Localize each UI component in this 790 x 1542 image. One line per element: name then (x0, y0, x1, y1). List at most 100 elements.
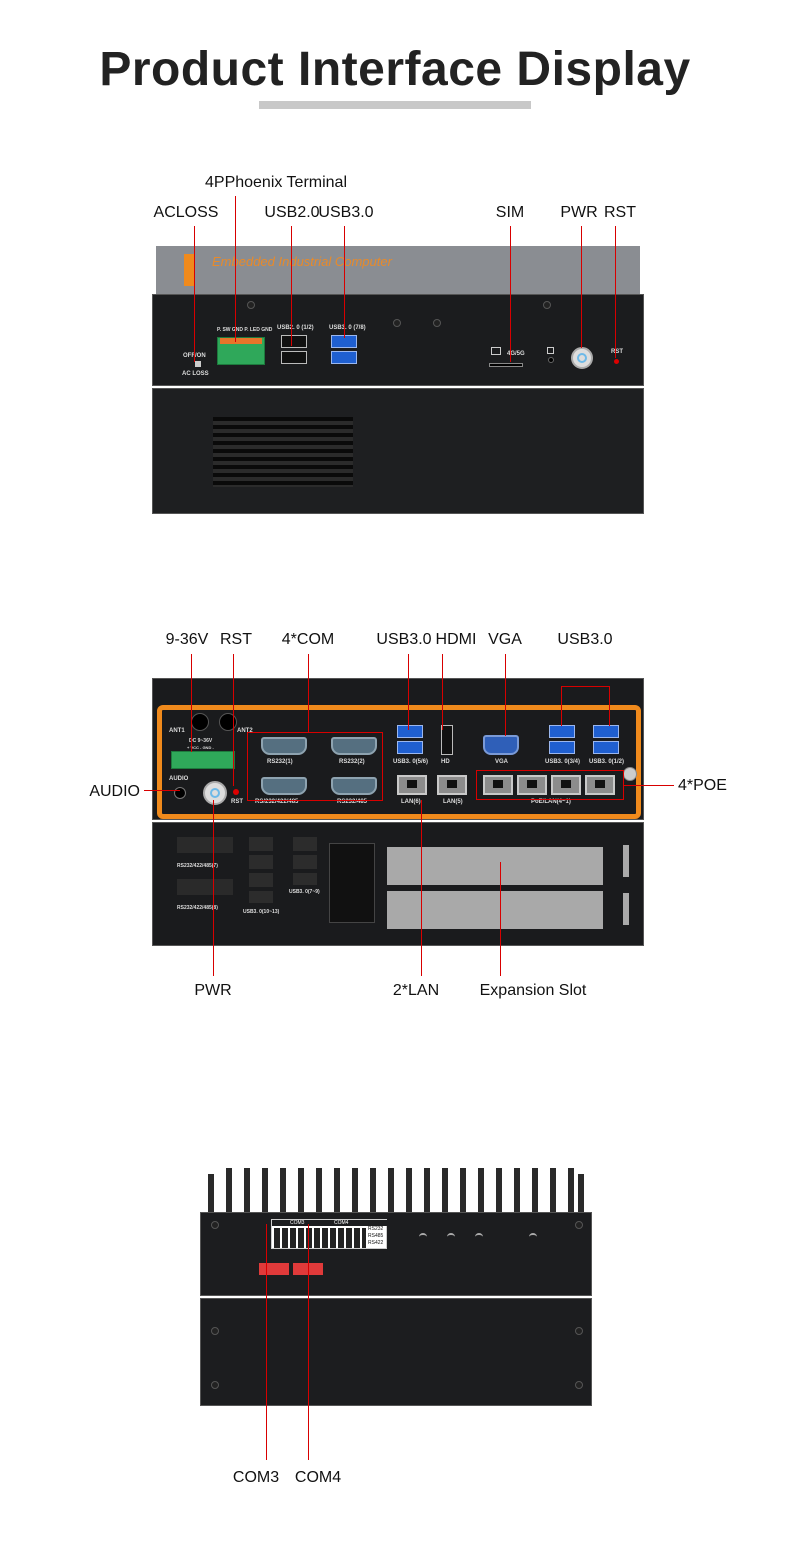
usb30-port-4[interactable] (549, 741, 575, 754)
side-lower-body (200, 1298, 592, 1406)
leader-pwr-2 (213, 800, 214, 976)
fin (226, 1168, 232, 1212)
fin (406, 1168, 412, 1212)
screw (543, 301, 551, 309)
poe-lan-port-4[interactable] (483, 775, 513, 795)
leader-sim (510, 226, 511, 362)
audio-jack-rear[interactable] (174, 787, 186, 799)
poe-highlight-box (476, 770, 624, 800)
hdmi-port[interactable] (441, 725, 453, 755)
lan-port-5[interactable] (437, 775, 467, 795)
leader-acloss (194, 226, 195, 362)
rs422-print: RS422 (368, 1240, 384, 1246)
rear-orange-frame (157, 705, 641, 819)
terminal-print: P. SW GND P. LED GND (217, 327, 273, 333)
rst-print-rear: RST (231, 799, 243, 805)
reset-button[interactable] (614, 359, 619, 364)
com-port-1[interactable] (261, 737, 307, 755)
leader-4-com (308, 654, 309, 732)
device-side-view: COM3 COM4 RS232 RS485 RS422 (200, 1168, 592, 1406)
screw (393, 319, 401, 327)
reset-button-rear[interactable] (233, 789, 239, 795)
leader-phoenix (235, 196, 236, 342)
com-port-2[interactable] (331, 737, 377, 755)
lan-port-6[interactable] (397, 775, 427, 795)
usb30-port-1[interactable] (593, 725, 619, 738)
label-audio: AUDIO (89, 783, 140, 800)
com-knockout-8 (177, 879, 233, 895)
fin (532, 1168, 538, 1212)
lan6-print: LAN(6) (401, 799, 421, 805)
phoenix-terminal[interactable] (217, 337, 265, 365)
fin (460, 1168, 466, 1212)
poe-lan-print: PoE/LAN(4~1) (531, 799, 571, 805)
screw (575, 1381, 583, 1389)
rear-upper-body: ANT1 ANT2 DC 9~36V + VCC - GND - AUDIO R… (152, 678, 644, 820)
power-button-rear[interactable] (203, 781, 227, 805)
dc-print: DC 9~36V (189, 738, 213, 744)
screw (575, 1327, 583, 1335)
poe-lan-port-3[interactable] (517, 775, 547, 795)
side-slot-2 (623, 893, 629, 925)
poe-lan-port-1[interactable] (585, 775, 615, 795)
jumper-table-header: COM3 COM4 (272, 1220, 388, 1226)
usb30-port-3[interactable] (549, 725, 575, 738)
com-port-4[interactable] (331, 777, 377, 795)
fin (352, 1168, 358, 1212)
usb30-port-2[interactable] (593, 741, 619, 754)
fin (208, 1174, 214, 1214)
antenna-port-1[interactable] (191, 713, 209, 731)
fin (424, 1168, 430, 1212)
leader-rst (615, 226, 616, 358)
rs7-print: RS232/422/485(7) (177, 863, 218, 869)
audio-jack[interactable] (548, 357, 554, 363)
expansion-slot-2[interactable] (387, 891, 603, 929)
poe-lan-port-2[interactable] (551, 775, 581, 795)
dc-terminal[interactable] (171, 751, 235, 769)
usb79-print: USB3. 0(7~9) (289, 889, 320, 895)
fin (298, 1168, 304, 1212)
device-rear-view: ANT1 ANT2 DC 9~36V + VCC - GND - AUDIO R… (152, 678, 644, 946)
rs-4-print: RS232/485 (337, 799, 368, 805)
usb30-port-8[interactable] (331, 351, 357, 364)
label-vga: VGA (488, 631, 522, 648)
label-usb30-a: USB3.0 (376, 631, 432, 648)
power-button[interactable] (571, 347, 593, 369)
leader-com4 (308, 1224, 309, 1460)
leader-9-36v (191, 654, 192, 752)
brand-text: Embedded Industrial Computer (212, 254, 392, 269)
usb20-port-1[interactable] (281, 335, 307, 348)
title-underline (259, 101, 531, 109)
com3-dip-switch[interactable] (259, 1263, 289, 1275)
brand-stripe (184, 254, 194, 286)
headset-icon (547, 347, 554, 354)
antenna-port-2[interactable] (219, 713, 237, 731)
terminal-screws (220, 338, 262, 344)
leader-4-poe (624, 785, 674, 786)
fin (244, 1168, 250, 1212)
sim-slot[interactable] (489, 363, 523, 367)
screw (211, 1221, 219, 1229)
usb20-port-2[interactable] (281, 351, 307, 364)
slot-bracket (329, 843, 375, 923)
usb30-port-6[interactable] (397, 741, 423, 754)
jumper-table: COM3 COM4 RS232 RS485 RS422 (271, 1219, 388, 1249)
label-usb30-b: USB3.0 (557, 631, 613, 648)
usb30-port-5[interactable] (397, 725, 423, 738)
label-4-poe: 4*POE (678, 777, 727, 794)
label-rst: RST (604, 204, 636, 221)
sim-card-icon (491, 347, 501, 355)
usb-knockouts-10-13 (249, 837, 273, 903)
usb-knockouts-7-9 (293, 837, 317, 885)
label-2-lan: 2*LAN (392, 982, 440, 999)
label-com3: COM3 (232, 1469, 280, 1486)
label-4-com: 4*COM (281, 631, 335, 648)
leader-vga (505, 654, 506, 736)
rear-lower-body: RS232/422/485(7) RS232/422/485(8) USB3. … (152, 822, 644, 946)
rs-3-print: RS/232/422/485 (255, 799, 299, 805)
vga-port[interactable] (483, 735, 519, 755)
rst-print: RST (611, 349, 623, 355)
expansion-slot-1[interactable] (387, 847, 603, 885)
com-port-3[interactable] (261, 777, 307, 795)
acloss-switch[interactable] (195, 361, 201, 367)
